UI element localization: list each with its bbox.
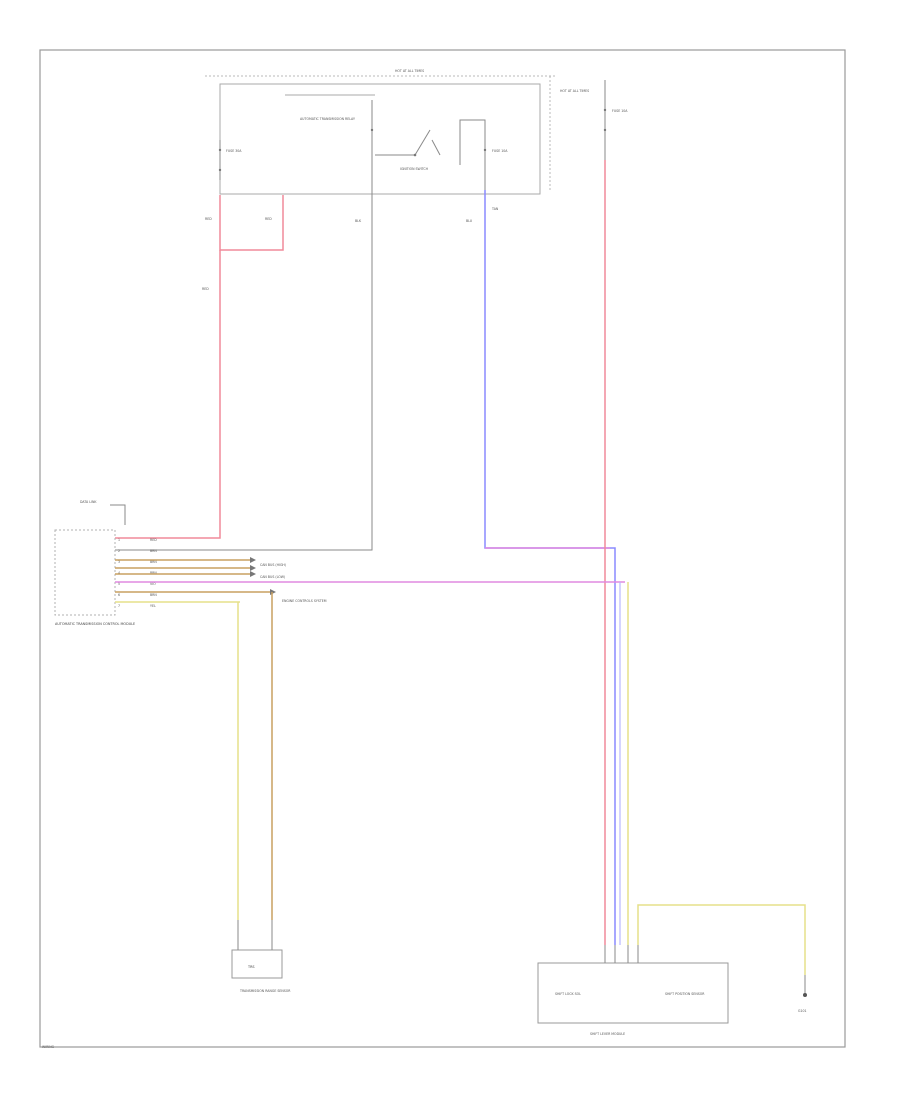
pin-4-color: BRN — [150, 571, 157, 575]
pin-5: 5 — [118, 582, 120, 586]
pin-2: 2 — [118, 549, 120, 553]
arrow-icon — [250, 571, 256, 577]
wire-label-blk: BLK — [355, 219, 362, 223]
wire-label-tan: TAN — [491, 207, 499, 211]
pin-7: 7 — [118, 604, 120, 608]
fuse-block-top-label: HOT AT ALL TIMES — [395, 69, 424, 73]
fuse-far-right: FUSE 10A — [603, 80, 628, 160]
ground-label: G101 — [798, 1009, 807, 1013]
diagram-frame — [39, 49, 846, 1048]
fuse-mid: AUTOMATIC TRANSMISSION RELAY — [300, 100, 374, 190]
fuse-block-right-label: HOT AT ALL TIMES — [560, 89, 589, 93]
module-note-leader — [110, 504, 126, 525]
wire-label-red-2: RED — [265, 217, 272, 221]
pin-1: 1 — [118, 538, 120, 542]
sensor-box-label: TRS — [247, 965, 255, 969]
blue-wire — [484, 190, 616, 945]
svg-text:FUSE 10A: FUSE 10A — [612, 109, 628, 113]
control-module-label: AUTOMATIC TRANSMISSION CONTROL MODULE — [55, 622, 135, 626]
pin-6: 6 — [118, 593, 120, 597]
pin-3: 3 — [118, 560, 120, 564]
black-wire-relay — [115, 190, 373, 551]
red-wire-main — [115, 250, 221, 539]
pin-table: 1 RED 2 BRN 3 BRN 4 BRN 5 VIO 6 BRN 7 YE… — [118, 538, 157, 608]
sensor-label: TRANSMISSION RANGE SENSOR — [239, 989, 291, 993]
footer-code: WIRING — [42, 1045, 55, 1049]
pin-2-color: BRN — [150, 549, 157, 553]
control-module-box — [54, 529, 116, 616]
red-wire-bracket — [219, 195, 284, 251]
svg-text:AUTOMATIC TRANSMISSION RELAY: AUTOMATIC TRANSMISSION RELAY — [300, 117, 355, 121]
ignition-switch: IGNITION SWITCH — [375, 129, 441, 171]
arrow-icon — [250, 557, 256, 563]
wire-label-blu: BLU — [466, 219, 473, 223]
svg-text:FUSE 10A: FUSE 10A — [492, 149, 508, 153]
wire-label-red-3: RED — [202, 287, 209, 291]
bottom-module-box — [537, 962, 729, 1024]
arrow-icon — [270, 589, 276, 595]
can-bus-label: CAN BUS (HIGH) — [260, 563, 286, 567]
ground-icon — [803, 993, 807, 997]
svg-text:IGNITION SWITCH: IGNITION SWITCH — [400, 167, 429, 171]
sensor-box — [231, 949, 283, 979]
svg-text:FUSE 30A: FUSE 30A — [226, 149, 242, 153]
fuse-right: FUSE 10A — [459, 119, 508, 190]
fuse-left: FUSE 30A — [218, 140, 242, 180]
pin-5-color: VIO — [150, 582, 156, 586]
pin-3-color: BRN — [150, 560, 157, 564]
relay-box — [219, 83, 541, 195]
pin-4: 4 — [118, 571, 120, 575]
module-note: DATA LINK — [80, 500, 97, 504]
bottom-module-right-label: SHIFT POSITION SENSOR — [665, 992, 705, 996]
engine-controls-label: ENGINE CONTROLS SYSTEM — [282, 599, 327, 603]
pin-1-color: RED — [150, 538, 157, 542]
pin-6-color: BRN — [150, 593, 157, 597]
arrow-icon — [250, 565, 256, 571]
can-bus-low-label: CAN BUS (LOW) — [260, 575, 285, 579]
yellow-wire-ground — [637, 904, 806, 975]
bottom-module-label: SHIFT LEVER MODULE — [590, 1032, 625, 1036]
pin-7-color: YEL — [150, 604, 156, 608]
bottom-module-left-label: SHIFT LOCK SOL — [555, 992, 581, 996]
wire-label-red-1: RED — [205, 217, 212, 221]
